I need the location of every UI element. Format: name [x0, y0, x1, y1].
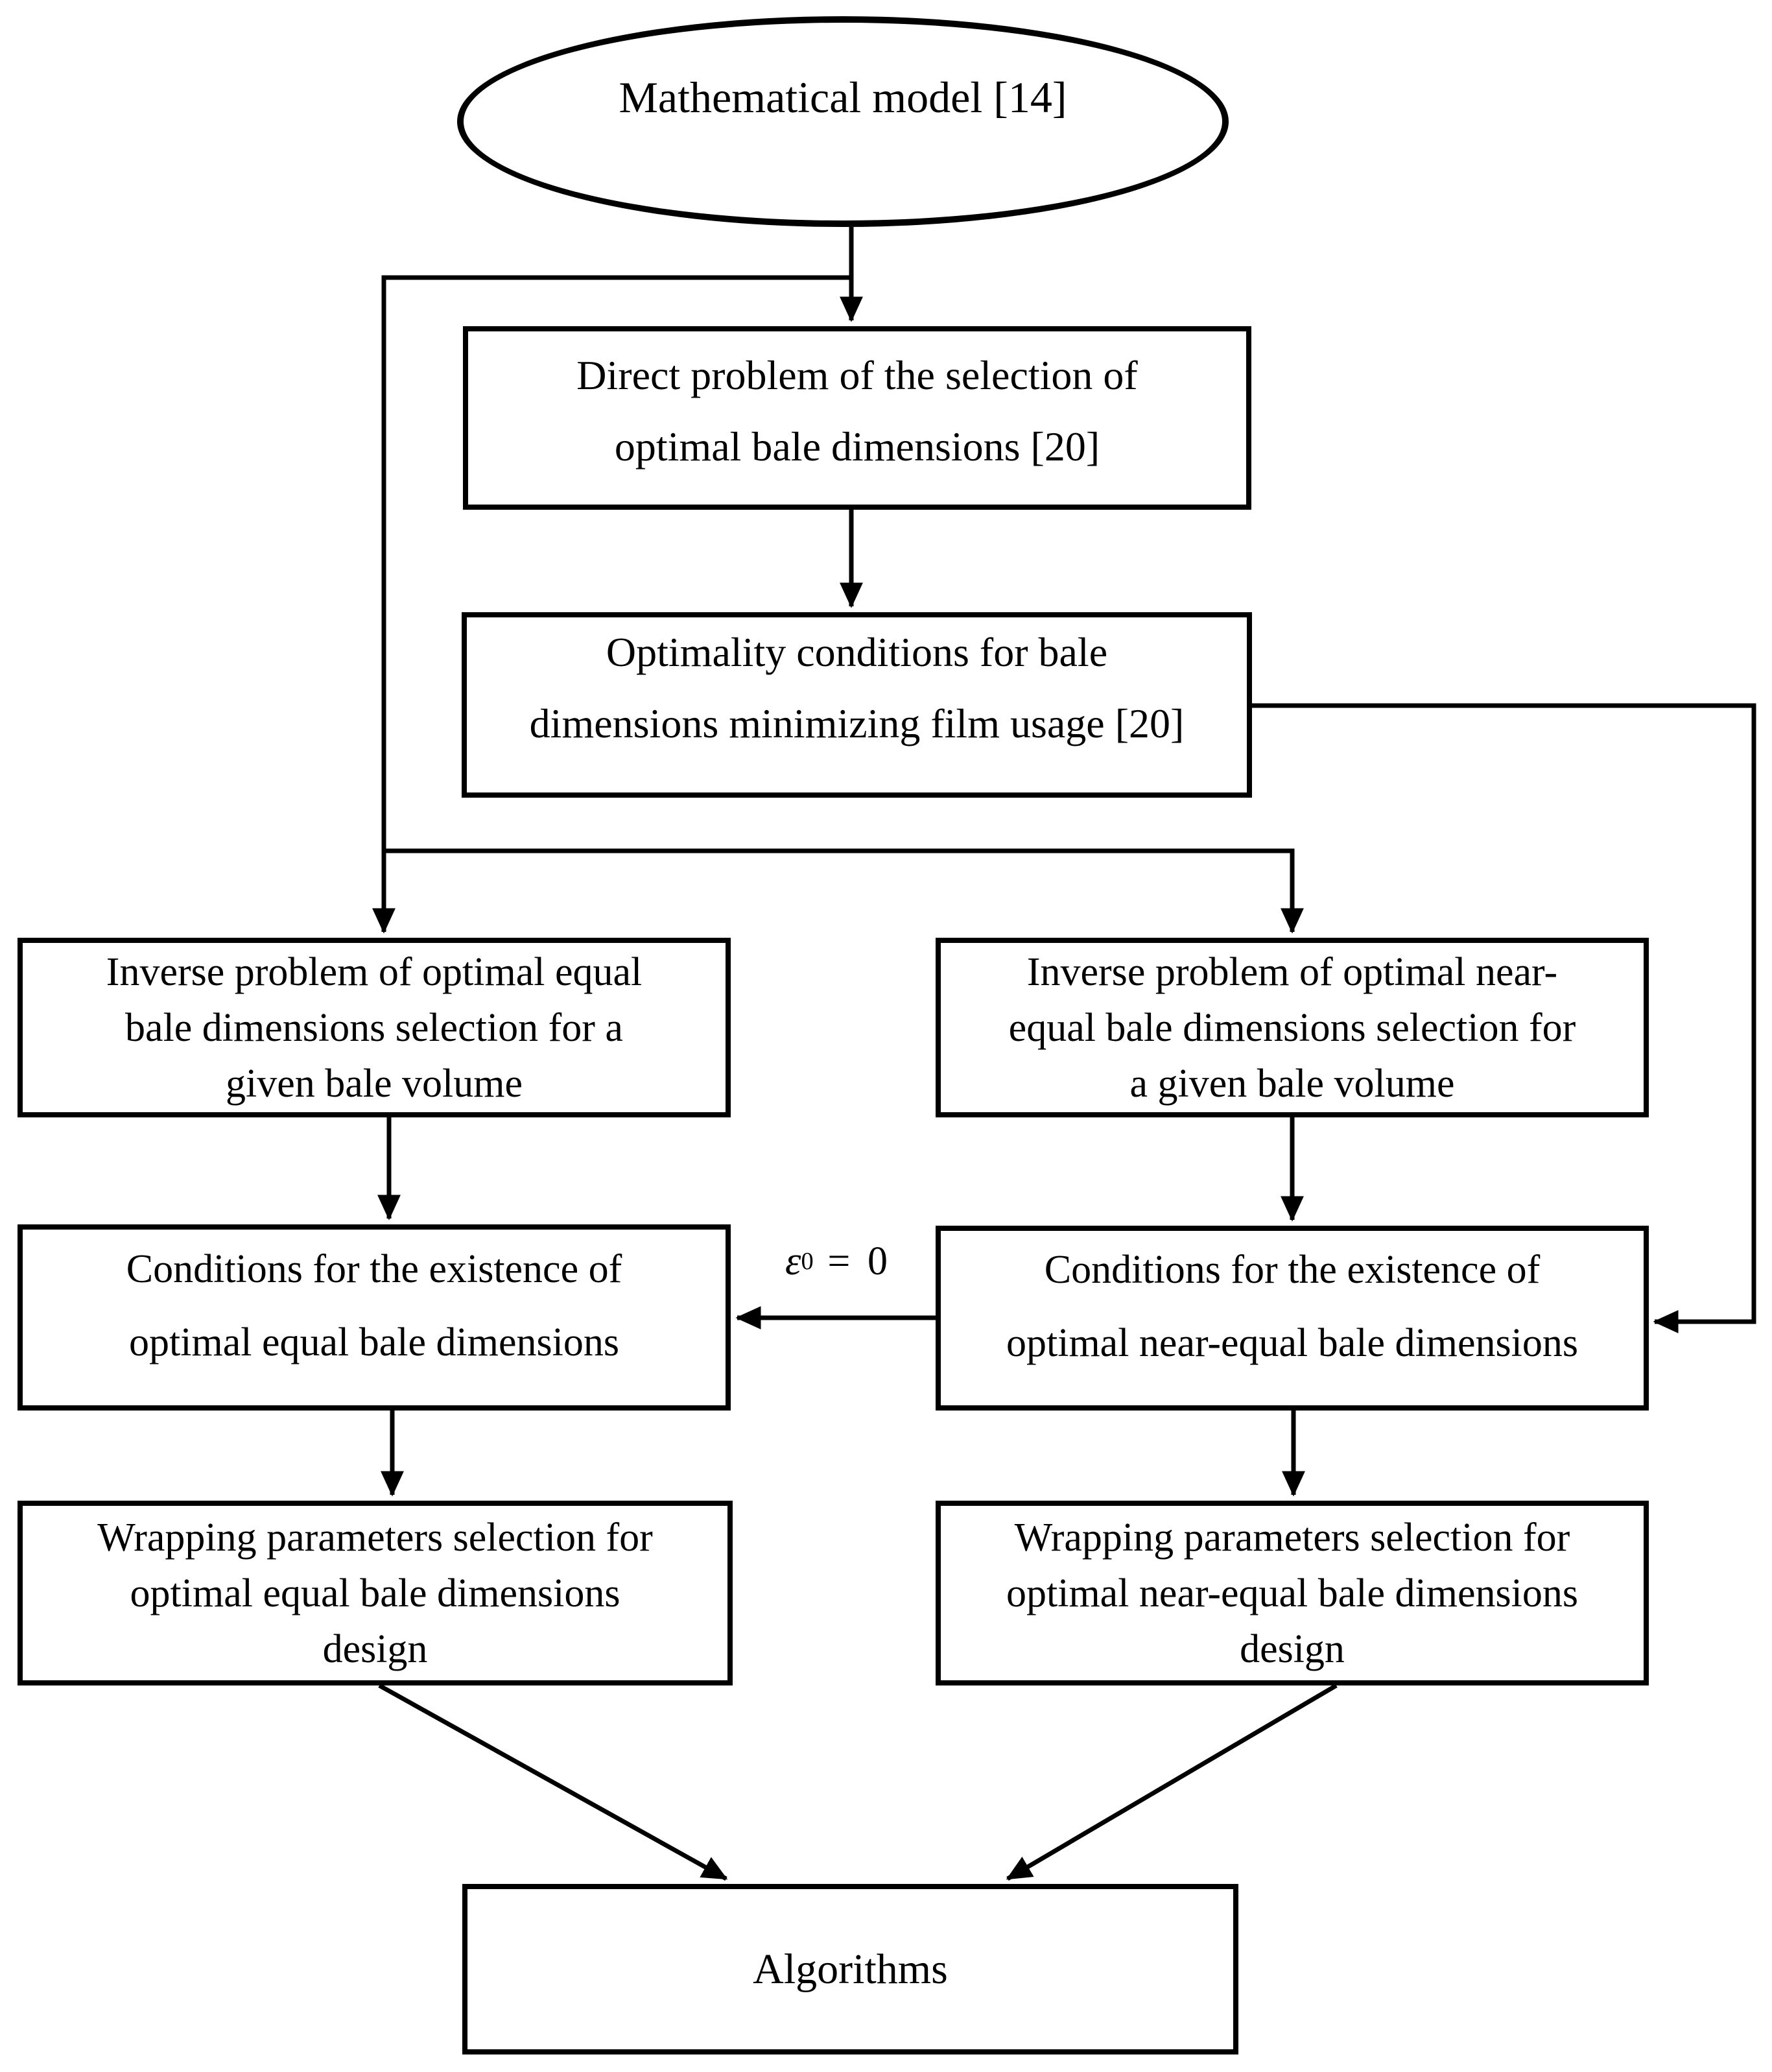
node-text-line: a given bale volume	[1129, 1061, 1455, 1106]
node-text-line: Inverse problem of optimal equal	[106, 949, 643, 994]
node-text-line: dimensions minimizing film usage [20]	[529, 700, 1185, 746]
node-text-line: design	[1240, 1626, 1345, 1671]
edge-wrap-equal-to-algorithms	[378, 1683, 728, 1881]
edge-branch-to-inverse-equal	[372, 275, 851, 934]
node-text-line: Optimality conditions for bale	[606, 629, 1108, 675]
node-text-line: equal bale dimensions selection for	[1008, 1005, 1576, 1050]
node-text-line: optimal bale dimensions [20]	[614, 423, 1100, 470]
node-text-line: Wrapping parameters selection for	[1014, 1515, 1570, 1560]
node-inverse-problem-near-equal: Inverse problem of optimal near- equal b…	[936, 938, 1649, 1117]
node-text-line: optimal near-equal bale dimensions	[1006, 1571, 1578, 1615]
node-optimality-conditions: Optimality conditions for bale dimension…	[462, 612, 1252, 798]
edge-optimality-to-cond-near-equal	[1252, 703, 1756, 1333]
node-mathematical-model: Mathematical model [14]	[457, 16, 1229, 227]
node-wrapping-near-equal: Wrapping parameters selection for optima…	[936, 1501, 1649, 1685]
node-text-line: Wrapping parameters selection for	[97, 1515, 653, 1560]
node-text-line: optimal equal bale dimensions	[129, 1320, 619, 1364]
node-text-line: design	[322, 1626, 428, 1671]
node-text-line: Mathematical model [14]	[619, 73, 1067, 122]
node-text-line: Direct problem of the selection of	[576, 351, 1138, 398]
node-text-line: given bale volume	[226, 1061, 523, 1106]
node-algorithms: Algorithms	[462, 1884, 1238, 2054]
edge-branch-to-inverse-near-equal	[384, 848, 1304, 934]
node-conditions-near-equal: Conditions for the existence of optimal …	[936, 1226, 1649, 1411]
node-inverse-problem-equal: Inverse problem of optimal equal bale di…	[18, 938, 731, 1117]
node-text-line: Algorithms	[753, 1945, 948, 1993]
node-wrapping-equal: Wrapping parameters selection for optima…	[18, 1501, 733, 1685]
node-conditions-equal: Conditions for the existence of optimal …	[18, 1224, 731, 1411]
node-text-line: Inverse problem of optimal near-	[1026, 949, 1558, 994]
equals-zero-text: = 0	[827, 1239, 888, 1283]
node-text-line: Conditions for the existence of	[126, 1247, 622, 1291]
node-text-line: optimal equal bale dimensions	[130, 1571, 620, 1615]
node-direct-problem: Direct problem of the selection of optim…	[463, 326, 1251, 510]
node-text-line: bale dimensions selection for a	[125, 1005, 623, 1050]
node-text-line: optimal near-equal bale dimensions	[1006, 1321, 1578, 1365]
node-text-line: Conditions for the existence of	[1044, 1248, 1541, 1292]
edge-wrap-near-equal-to-algorithms	[1006, 1683, 1338, 1881]
epsilon-symbol: ε	[785, 1239, 801, 1283]
